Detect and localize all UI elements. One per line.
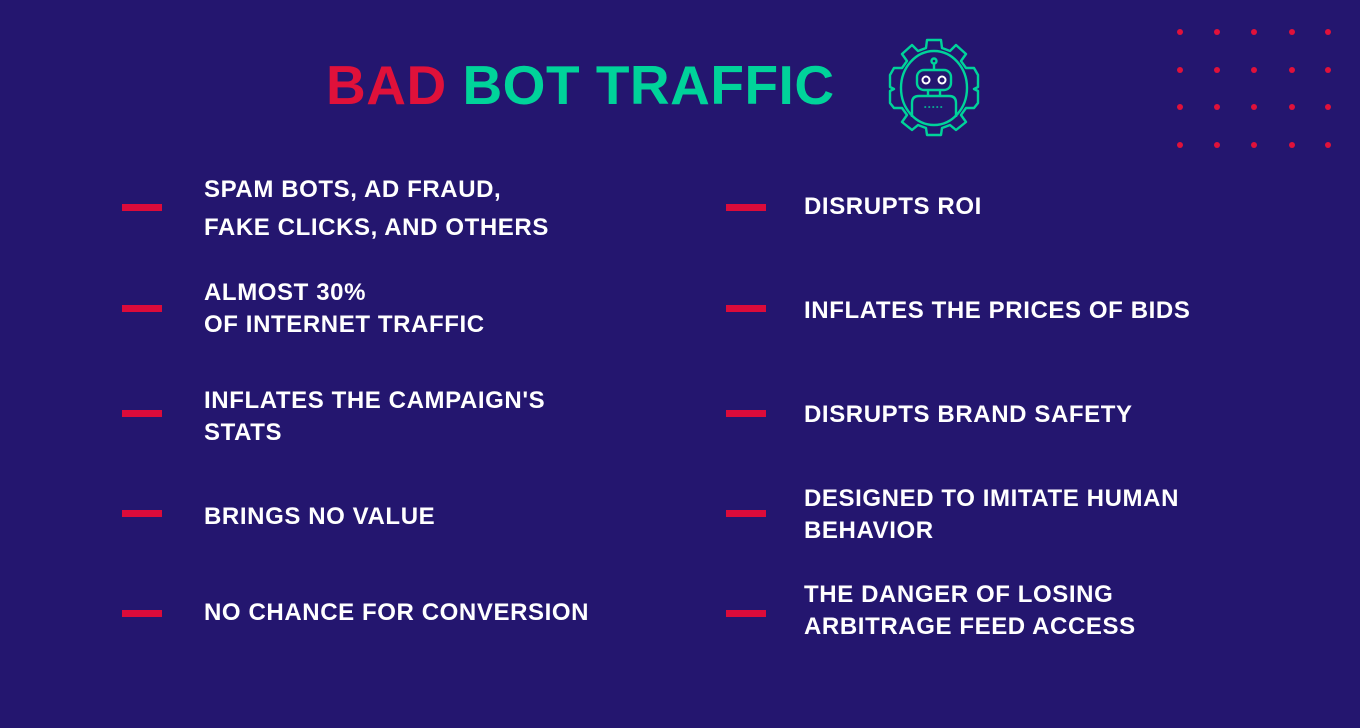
dash-bullet-icon: [122, 410, 162, 417]
title-word-bad: BAD: [326, 54, 447, 116]
dot-grid-decoration: [1177, 29, 1337, 149]
page-title: BAD BOT TRAFFIC: [326, 52, 835, 118]
dash-bullet-icon: [122, 510, 162, 517]
item-text: NO CHANCE FOR CONVERSION: [204, 599, 590, 626]
item-text: SPAM BOTS, AD FRAUD, FAKE CLICKS, AND OT…: [204, 176, 549, 241]
dash-bullet-icon: [726, 510, 766, 517]
title-word-bot-traffic: BOT TRAFFIC: [462, 54, 835, 116]
item-text: INFLATES THE PRICES OF BIDS: [804, 297, 1191, 324]
item-text: INFLATES THE CAMPAIGN'S STATS: [204, 387, 546, 446]
dash-bullet-icon: [726, 410, 766, 417]
dash-bullet-icon: [726, 305, 766, 312]
dash-bullet-icon: [726, 610, 766, 617]
item-text: DISRUPTS BRAND SAFETY: [804, 401, 1133, 428]
dash-bullet-icon: [122, 305, 162, 312]
robot-gear-icon: [888, 38, 980, 137]
dash-bullet-icon: [122, 204, 162, 211]
item-text: DESIGNED TO IMITATE HUMAN BEHAVIOR: [804, 485, 1179, 544]
dash-bullet-icon: [726, 204, 766, 211]
item-text: BRINGS NO VALUE: [204, 503, 436, 530]
item-text: THE DANGER OF LOSING ARBITRAGE FEED ACCE…: [804, 581, 1136, 640]
item-text: DISRUPTS ROI: [804, 193, 982, 220]
item-text: ALMOST 30% OF INTERNET TRAFFIC: [204, 279, 485, 338]
dash-bullet-icon: [122, 610, 162, 617]
